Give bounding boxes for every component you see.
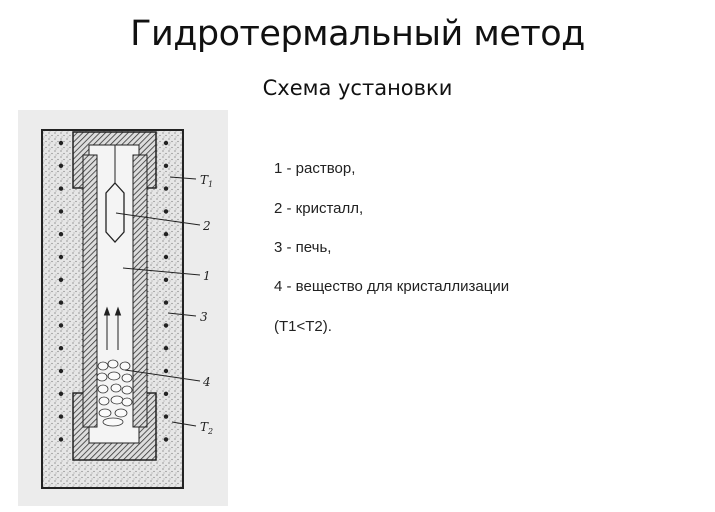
heater-coil-dot — [58, 391, 64, 396]
heater-coil-dot — [58, 232, 64, 237]
heater-coil-dot — [163, 232, 169, 237]
label-2: 2 — [202, 219, 211, 233]
heater-coil-dot — [58, 277, 64, 282]
legend-item-2: 2 - кристалл, — [274, 200, 364, 217]
label-t2: T2 — [200, 420, 213, 436]
label-1: 1 — [203, 269, 211, 283]
leader-lines — [115, 176, 201, 427]
convection-arrows-icon — [103, 306, 122, 350]
legend-note: (T1<T2). — [274, 318, 332, 335]
heater-coil-dot — [58, 414, 64, 419]
heater-coil-dot — [163, 391, 169, 396]
heater-coil-dot — [58, 140, 64, 146]
heater-coil-dot — [163, 163, 169, 168]
heater-coil-dot — [163, 277, 169, 282]
legend-item-4: 4 - вещество для кристаллизации — [274, 278, 510, 295]
legend-item-1: 1 - раствор, — [274, 160, 356, 177]
label-t1: T1 — [200, 173, 213, 189]
heater-coil-dot — [163, 414, 169, 419]
nutrient-material — [96, 359, 133, 427]
autoclave-wall-right — [132, 154, 148, 428]
heater-coil-dot — [58, 163, 64, 168]
heater-coil-dot — [163, 254, 169, 260]
label-4: 4 — [202, 375, 211, 389]
heater-coil-dot — [58, 368, 64, 374]
label-3: 3 — [200, 310, 208, 324]
heater-coil-dot — [163, 140, 169, 146]
heater-coil-dot — [58, 346, 64, 351]
heater-coil-dot — [163, 437, 169, 442]
heater-coil-dot — [58, 437, 64, 442]
autoclave-wall-left — [82, 154, 98, 428]
heater-coil-dot — [163, 209, 169, 214]
heater-coil-dot — [58, 209, 64, 214]
legend-item-3: 3 - печь, — [274, 239, 332, 256]
heater-coil-dot — [163, 368, 169, 374]
heater-coil-dot — [58, 300, 64, 305]
heater-coil-dot — [163, 346, 169, 351]
heater-coil-dot — [163, 300, 169, 305]
heater-coil-dot — [163, 186, 169, 191]
slide-subtitle: Схема установки — [262, 76, 453, 100]
heater-coil-dot — [163, 323, 169, 328]
hydrothermal-apparatus-diagram: T1 2 1 3 4 T2 — [18, 110, 228, 506]
heater-coil-dot — [58, 323, 64, 328]
slide-title: Гидротермальный метод — [130, 14, 585, 54]
heater-coil-dot — [58, 186, 64, 191]
heater-coil-dot — [58, 254, 64, 260]
crystal — [105, 182, 125, 243]
heater-coils — [58, 140, 169, 442]
